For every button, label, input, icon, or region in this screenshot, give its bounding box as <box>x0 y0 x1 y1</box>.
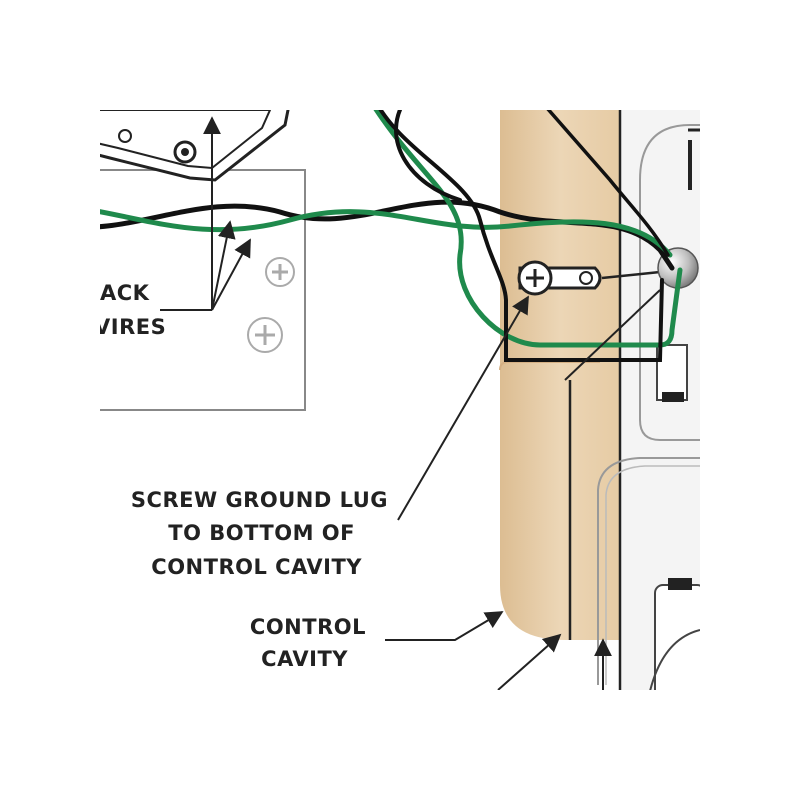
ground-lug-icon <box>517 260 661 296</box>
control-cavity-label-line1: CONTROL <box>250 615 366 639</box>
bottom-leader <box>497 633 562 690</box>
ground-lug-leader <box>397 295 529 521</box>
ground-lug-leader-2 <box>564 289 661 381</box>
black-wire <box>394 110 462 202</box>
plate-screw-icon <box>247 317 283 353</box>
leader-lines <box>160 116 661 690</box>
black-wires-label-line1: ACK <box>100 281 150 305</box>
green-wire <box>100 209 673 258</box>
pickup-plate <box>100 169 306 411</box>
control-cavity <box>499 110 620 640</box>
control-cavity-leader <box>385 611 504 641</box>
control-cavity-label-line2: CAVITY <box>261 647 348 671</box>
plate-screw-icon <box>265 257 295 287</box>
green-wire <box>373 110 683 348</box>
black-wire <box>378 110 664 362</box>
wires <box>100 110 683 362</box>
output-jack-icon <box>100 110 290 182</box>
labels: ACK VIRES SCREW GROUND LUG TO BOTTOM OF … <box>94 281 388 671</box>
ground-lug-label-line3: CONTROL CAVITY <box>151 555 362 579</box>
black-wires-label-line2: VIRES <box>94 315 166 339</box>
black-wire <box>546 110 670 257</box>
ground-lug-label-line1: SCREW GROUND LUG <box>131 488 388 512</box>
ground-lug-label-line2: TO BOTTOM OF <box>168 521 355 545</box>
black-wires-arrow <box>211 238 251 311</box>
black-wires-arrow <box>211 220 236 311</box>
